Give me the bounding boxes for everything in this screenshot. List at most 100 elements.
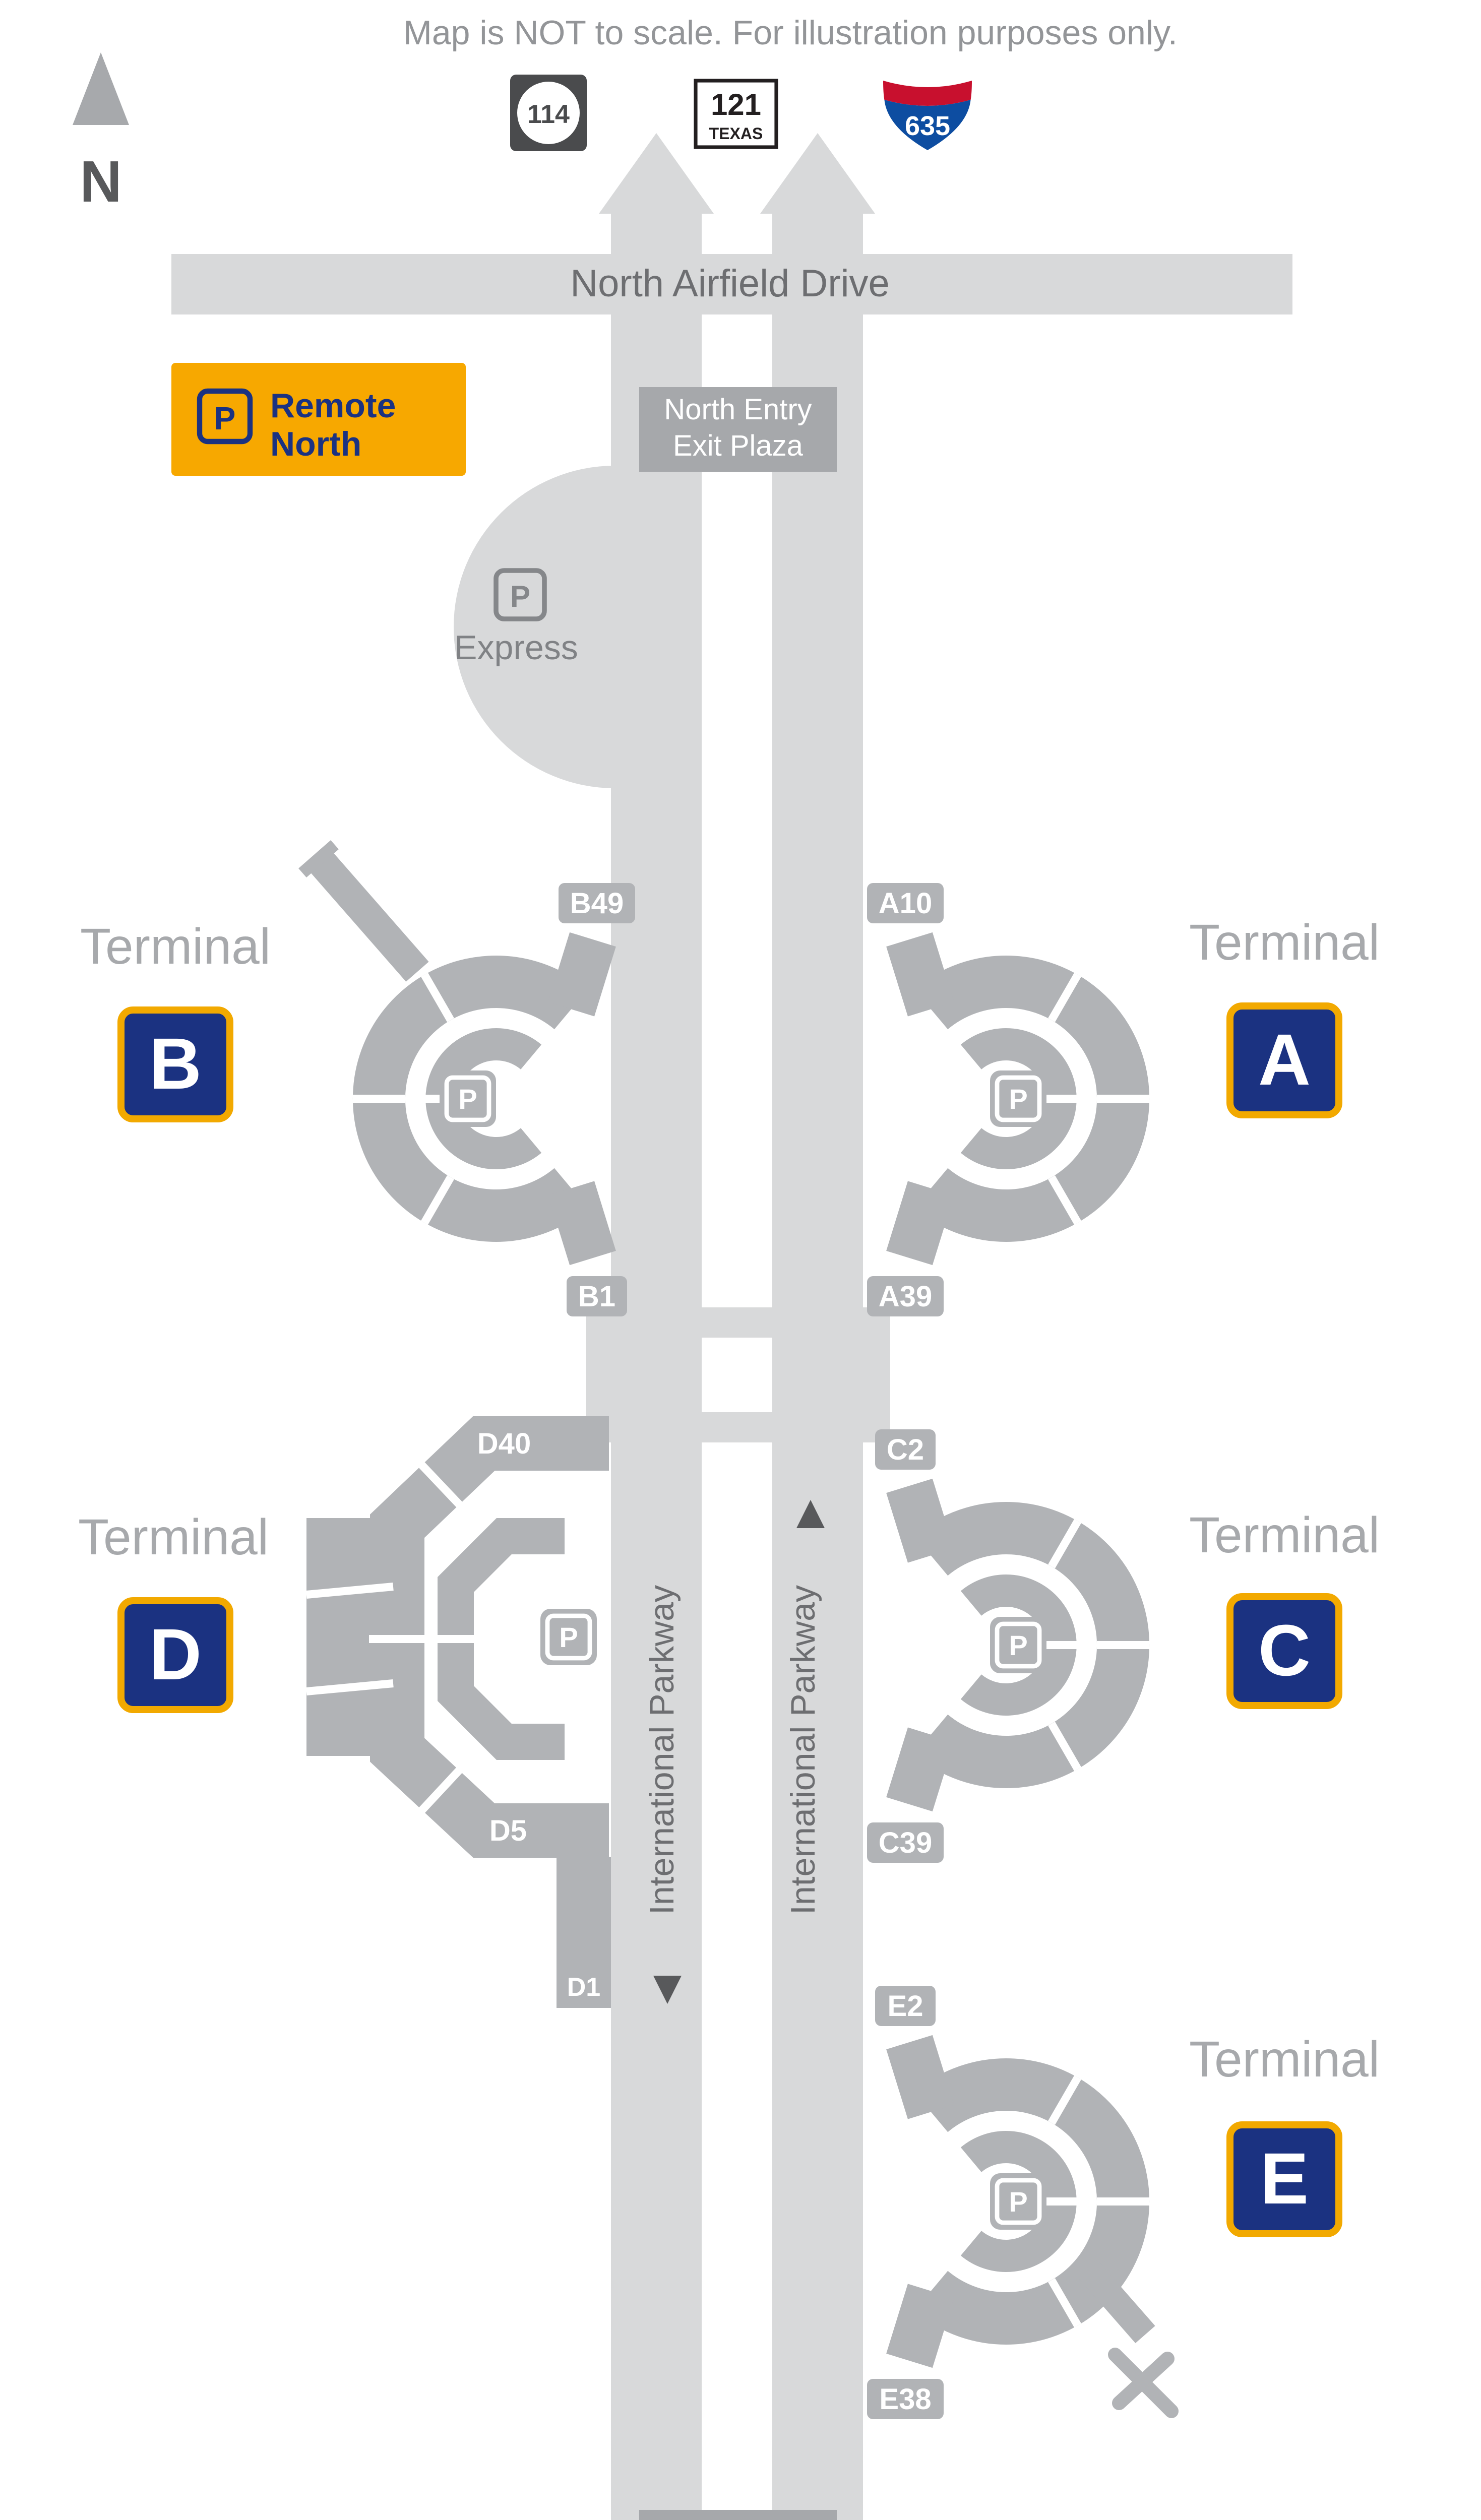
north-airfield-drive-label: North Airfield Drive [570, 262, 890, 305]
express-label: Express [454, 628, 578, 667]
remote-north-line1: Remote [270, 387, 396, 425]
remote-north-parking-icon [197, 388, 253, 445]
terminal-b-letter: B [149, 1023, 202, 1104]
express-parking-icon [493, 568, 547, 621]
terminal-e-notch [1048, 2075, 1081, 2125]
north-plaza-line2: Exit Plaza [673, 429, 804, 462]
terminal-c-gate-first: C2 [887, 1433, 924, 1466]
terminal-d-structure: D40 D5 D1 P [306, 1416, 611, 2008]
highway-shield-114: 114 [510, 75, 587, 151]
terminal-a-gate-badge-last [867, 1276, 944, 1316]
terminal-c-parking-pad [990, 1617, 1046, 1673]
shield-114-number: 114 [527, 100, 570, 129]
terminal-b-spur-end [298, 840, 339, 878]
express-parking-area [454, 466, 615, 788]
terminal-a-letter-box [1226, 1002, 1342, 1118]
terminal-c-letter-box [1226, 1593, 1342, 1709]
terminal-a-parking-pad [990, 1070, 1046, 1127]
remote-north-parking-symbol: P [214, 400, 236, 436]
terminal-a-gate-badge-first [867, 883, 944, 923]
terminal-a-tip-upper [886, 932, 954, 1017]
terminal-e-gate-first: E2 [888, 1990, 923, 2023]
terminal-d-parking-icon [545, 1613, 592, 1661]
terminal-d-letter: D [149, 1614, 202, 1695]
road-arrow-north-left-icon [599, 133, 714, 214]
terminal-e-letter-box [1226, 2121, 1342, 2237]
terminal-d-gate-first: D40 [477, 1427, 531, 1460]
terminal-a-label: Terminal [1189, 914, 1380, 971]
terminal-b-parking-symbol: P [458, 1083, 477, 1115]
terminal-b-notch [421, 972, 454, 1023]
compass-north-arrow-icon [73, 52, 129, 125]
international-parkway-northbound-label: International Parkway [784, 1585, 822, 1915]
interstate-shield-635: 635 [877, 75, 978, 157]
shield-635-number: 635 [905, 111, 950, 141]
terminal-e-parking-pad [990, 2173, 1046, 2230]
north-plaza-line1: North Entry [664, 393, 812, 426]
terminal-a-parking-icon [995, 1075, 1042, 1122]
express-parking-symbol: P [510, 580, 530, 613]
terminal-a-notch [1048, 972, 1081, 1023]
remote-north-parking: P Remote North [171, 363, 466, 476]
terminal-d-notch [415, 1459, 466, 1511]
terminal-d-notch [415, 1763, 466, 1817]
terminal-d-parking-pad [540, 1609, 597, 1665]
terminal-b-gate-badge-first [559, 883, 635, 923]
terminal-b-tip-lower [548, 1181, 616, 1266]
terminal-a-letter: A [1258, 1019, 1311, 1100]
terminal-c-letter: C [1258, 1610, 1311, 1691]
terminal-c-notch [1048, 1721, 1081, 1772]
road-arrow-north-right-icon [760, 133, 875, 214]
terminal-c-label: Terminal [1189, 1507, 1380, 1563]
terminal-d-notch [306, 1679, 394, 1695]
remote-north-line2: North [270, 425, 361, 463]
terminal-e-notch [1048, 2278, 1081, 2328]
terminal-a-tip-lower [886, 1181, 954, 1266]
terminal-c-gate-last: C39 [879, 1826, 932, 1859]
terminal-connector-loop [586, 1307, 890, 1442]
south-entry-exit-plaza [639, 2510, 837, 2520]
terminal-c-parking-icon [995, 1621, 1042, 1669]
highway-shield-121: 121 TEXAS [694, 79, 778, 149]
road-north-airfield-drive [171, 254, 1292, 314]
shield-121-box [694, 79, 778, 149]
terminal-e-gate-last: E38 [879, 2383, 931, 2416]
terminal-e-parking-symbol: P [1009, 2186, 1027, 2218]
terminal-a-parking-symbol: P [1009, 1083, 1027, 1115]
terminal-a-gate-last: A39 [879, 1280, 932, 1313]
terminal-c-notch [1048, 1519, 1081, 1569]
terminal-b-letter-box [117, 1006, 233, 1122]
terminal-e-structure: E2 E38 P [867, 1986, 1179, 2419]
terminal-d-south-stub [557, 1857, 611, 2008]
terminal-e-letter: E [1260, 2138, 1309, 2219]
terminal-b-parking-pad [440, 1070, 496, 1127]
terminal-b-structure: B49 B1 P [298, 840, 635, 1316]
shield-121-state: TEXAS [709, 124, 763, 143]
road-international-parkway-northbound [772, 210, 863, 2520]
shield-114-circle [517, 82, 580, 144]
terminal-c-gate-badge-last [867, 1822, 944, 1863]
shield-635-blue-body [884, 100, 971, 150]
terminal-a-notch [1048, 1175, 1081, 1225]
south-plaza-line1: South Entry [661, 2516, 814, 2520]
terminal-b-tip-upper [548, 932, 616, 1017]
map-disclaimer: Map is NOT to scale. For illustration pu… [403, 14, 1178, 52]
compass-label: N [80, 149, 122, 214]
terminal-a-structure: A10 A39 P [867, 883, 1149, 1316]
terminal-c-tip-lower [886, 1727, 954, 1812]
shield-121-number: 121 [711, 88, 761, 121]
terminal-d-label: Terminal [78, 1509, 269, 1565]
terminal-b-label: Terminal [80, 918, 271, 975]
terminal-b-gate-badge-last [567, 1276, 627, 1316]
terminal-c-parking-symbol: P [1009, 1629, 1027, 1661]
international-parkway-southbound-label: International Parkway [643, 1585, 681, 1915]
terminal-b-spur-road [307, 849, 429, 982]
terminal-e-gate-badge-last [867, 2379, 944, 2419]
terminal-c-tip-upper [886, 1478, 954, 1563]
terminal-c-gate-badge-first [875, 1429, 936, 1470]
terminal-a-gate-first: A10 [879, 887, 932, 920]
terminal-e-tip-lower [886, 2284, 954, 2368]
north-entry-exit-plaza [639, 387, 837, 472]
